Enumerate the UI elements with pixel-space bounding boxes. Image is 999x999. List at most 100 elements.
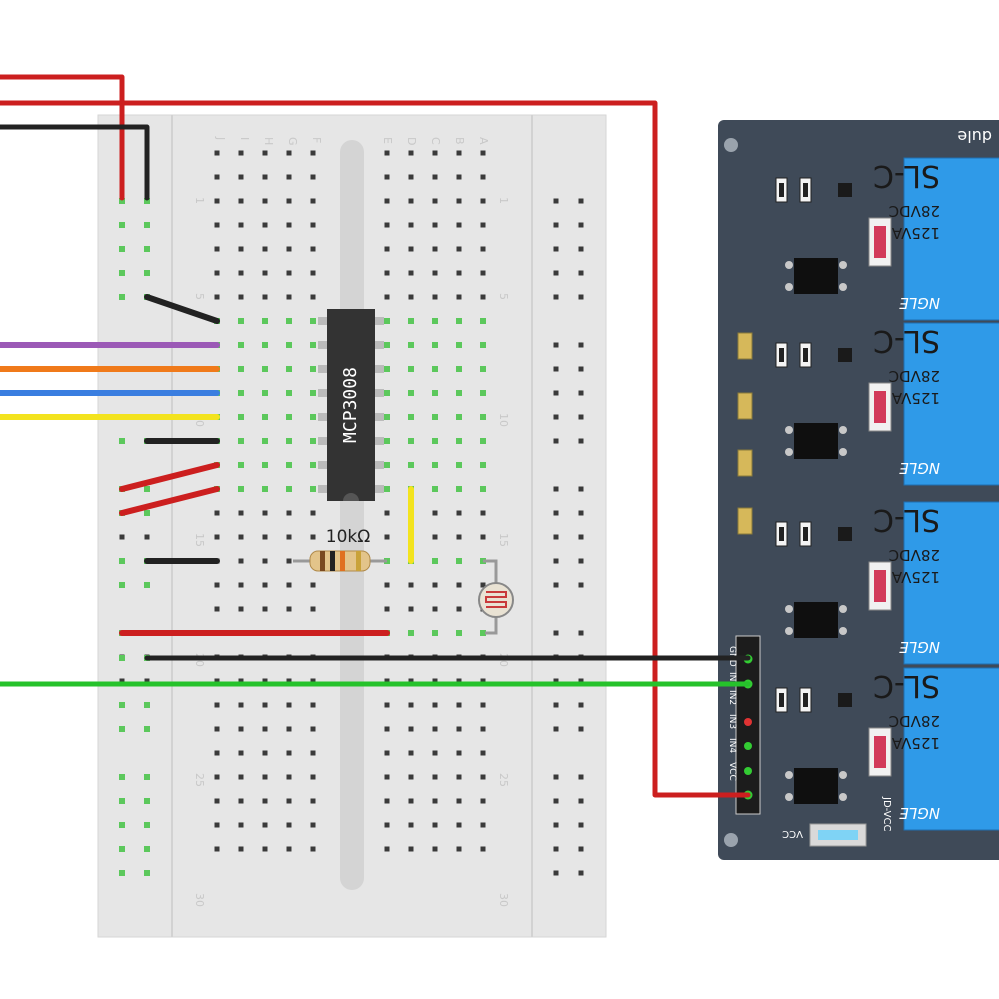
pin-in3[interactable] bbox=[744, 742, 752, 750]
bb-hole-connected bbox=[144, 582, 150, 588]
bb-hole-connected bbox=[119, 822, 125, 828]
col-letter-d: D bbox=[405, 137, 418, 145]
bb-hole bbox=[286, 558, 292, 564]
bb-hole bbox=[238, 270, 244, 276]
bb-hole-connected bbox=[408, 414, 414, 420]
bb-hole-connected bbox=[384, 318, 390, 324]
rail-hole bbox=[578, 246, 584, 252]
ic-pin-left bbox=[318, 485, 330, 493]
bb-hole bbox=[262, 150, 268, 156]
jumper-red-1[interactable] bbox=[119, 462, 220, 492]
wire-red-relay-vcc[interactable] bbox=[0, 100, 751, 798]
smd-resistor-core bbox=[803, 348, 808, 362]
bb-hole bbox=[214, 150, 220, 156]
jumper-black-1[interactable] bbox=[144, 294, 220, 324]
pin-label-in4: IN4 bbox=[727, 738, 737, 753]
bb-hole-connected bbox=[432, 630, 438, 636]
row-number-right-10: 10 bbox=[497, 413, 510, 427]
pin-label-in1: IN1 bbox=[727, 672, 737, 687]
bb-hole bbox=[214, 510, 220, 516]
bb-hole bbox=[238, 198, 244, 204]
wire-black-top[interactable] bbox=[0, 124, 150, 201]
bb-hole bbox=[238, 222, 244, 228]
pin-in2[interactable] bbox=[744, 718, 752, 726]
bb-hole bbox=[432, 798, 438, 804]
jumper-red-2[interactable] bbox=[119, 486, 220, 516]
rail-hole bbox=[578, 390, 584, 396]
resistor-band-2 bbox=[330, 551, 335, 571]
bb-hole bbox=[214, 750, 220, 756]
bb-hole bbox=[310, 150, 316, 156]
bb-hole bbox=[384, 510, 390, 516]
bb-hole-connected bbox=[144, 726, 150, 732]
col-letter-b: B bbox=[453, 137, 466, 145]
bb-hole-connected bbox=[432, 462, 438, 468]
bb-hole bbox=[262, 558, 268, 564]
bb-hole-connected bbox=[119, 870, 125, 876]
ic-pin-right bbox=[372, 365, 384, 373]
bb-hole bbox=[432, 270, 438, 276]
optocoupler-pin bbox=[785, 605, 793, 613]
bb-hole-connected bbox=[456, 414, 462, 420]
bb-hole bbox=[262, 510, 268, 516]
ic-pin-right bbox=[372, 461, 384, 469]
bb-hole bbox=[214, 822, 220, 828]
optocoupler-pin bbox=[785, 426, 793, 434]
bb-hole bbox=[310, 294, 316, 300]
rail-hole bbox=[578, 774, 584, 780]
bb-hole-connected bbox=[384, 342, 390, 348]
wire-red-top-1[interactable] bbox=[0, 74, 125, 201]
bb-hole-connected bbox=[286, 486, 292, 492]
rail-hole bbox=[553, 630, 559, 636]
bb-hole bbox=[286, 846, 292, 852]
bb-hole-connected bbox=[432, 390, 438, 396]
row-number-left-5: 5 bbox=[193, 293, 206, 300]
ic-pin-left bbox=[318, 365, 330, 373]
jumper-label-vcc: VCC bbox=[782, 828, 803, 839]
rail-hole bbox=[553, 486, 559, 492]
rail-hole bbox=[578, 270, 584, 276]
ic-pin-right bbox=[372, 389, 384, 397]
bb-hole bbox=[480, 198, 486, 204]
bb-hole-connected bbox=[456, 486, 462, 492]
bb-hole-connected bbox=[456, 438, 462, 444]
bb-hole-connected bbox=[408, 342, 414, 348]
optocoupler-pin bbox=[839, 605, 847, 613]
optocoupler bbox=[794, 423, 838, 459]
bb-hole-connected bbox=[144, 510, 150, 516]
ic-pin-right bbox=[372, 413, 384, 421]
bb-hole bbox=[408, 222, 414, 228]
bb-hole bbox=[432, 702, 438, 708]
bb-hole bbox=[310, 750, 316, 756]
bb-hole bbox=[214, 678, 220, 684]
relay-text: NGLE bbox=[899, 459, 940, 477]
ic-pin-right bbox=[372, 341, 384, 349]
bb-hole-connected bbox=[432, 318, 438, 324]
bb-hole bbox=[480, 582, 486, 588]
bb-hole bbox=[286, 822, 292, 828]
rail-hole bbox=[553, 582, 559, 588]
bb-hole-connected bbox=[432, 558, 438, 564]
rail-hole bbox=[553, 726, 559, 732]
bb-hole bbox=[238, 702, 244, 708]
smd-resistor-core bbox=[803, 183, 808, 197]
pin-in4[interactable] bbox=[744, 767, 752, 775]
bb-hole-connected bbox=[119, 846, 125, 852]
optocoupler-pin bbox=[839, 283, 847, 291]
bb-hole-connected bbox=[310, 414, 316, 420]
rail-hole bbox=[119, 678, 125, 684]
bb-hole-connected bbox=[119, 246, 125, 252]
bb-hole bbox=[432, 222, 438, 228]
rail-hole bbox=[553, 438, 559, 444]
bb-hole bbox=[408, 846, 414, 852]
bb-hole bbox=[286, 246, 292, 252]
bb-hole-connected bbox=[144, 798, 150, 804]
bb-hole-connected bbox=[480, 342, 486, 348]
bb-hole-connected bbox=[262, 318, 268, 324]
relay-cube bbox=[903, 322, 999, 486]
diode-body bbox=[874, 226, 886, 258]
bb-hole bbox=[384, 702, 390, 708]
col-letter-i: I bbox=[238, 137, 251, 140]
bb-hole-connected bbox=[456, 630, 462, 636]
